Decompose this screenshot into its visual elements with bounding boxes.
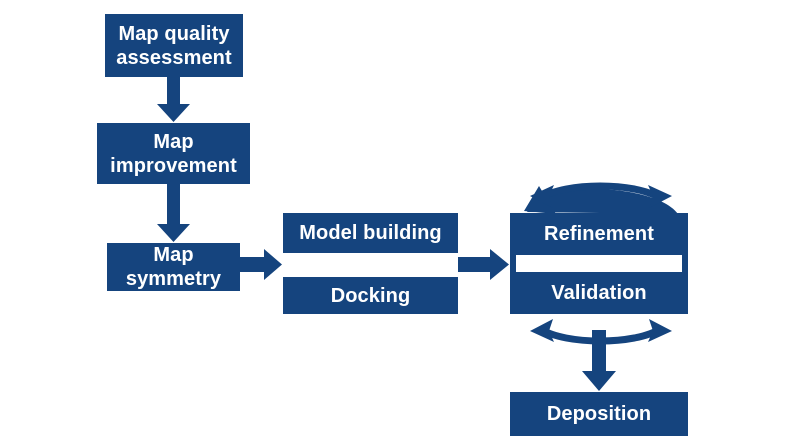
arrow-cycle-top [524, 186, 678, 214]
node-map-symmetry[interactable]: Map symmetry [107, 243, 240, 291]
node-model-building[interactable]: Model building [283, 213, 458, 253]
arrow-map-quality-to-map-improvement [157, 77, 190, 122]
node-map-improvement-label: Map improvement [110, 130, 237, 177]
refinement-validation-divider [516, 255, 682, 272]
node-docking-label: Docking [330, 284, 411, 307]
node-deposition[interactable]: Deposition [510, 392, 688, 436]
node-refinement[interactable]: Refinement [510, 213, 688, 255]
arrow-cycle-top-render [530, 182, 672, 208]
node-map-quality-assessment-label: Map quality assessment [116, 22, 232, 69]
node-validation-label: Validation [551, 282, 647, 304]
node-validation[interactable]: Validation [510, 272, 688, 314]
node-docking[interactable]: Docking [283, 277, 458, 314]
node-deposition-label: Deposition [546, 403, 652, 425]
arrow-model-block-to-refinement-block [458, 249, 509, 280]
node-map-quality-assessment[interactable]: Map quality assessment [105, 14, 243, 77]
arrow-map-improvement-to-map-symmetry [157, 184, 190, 242]
arrow-refinement-block-to-deposition [582, 330, 616, 391]
node-map-symmetry-label: Map symmetry [125, 244, 222, 290]
arrow-map-symmetry-to-model-block [240, 249, 282, 280]
arrow-cycle-bottom-render [530, 319, 672, 345]
node-refinement-validation-group[interactable]: Refinement Validation [510, 213, 688, 314]
node-model-building-label: Model building [299, 222, 442, 244]
node-refinement-label: Refinement [544, 223, 654, 245]
node-map-improvement[interactable]: Map improvement [97, 123, 250, 184]
